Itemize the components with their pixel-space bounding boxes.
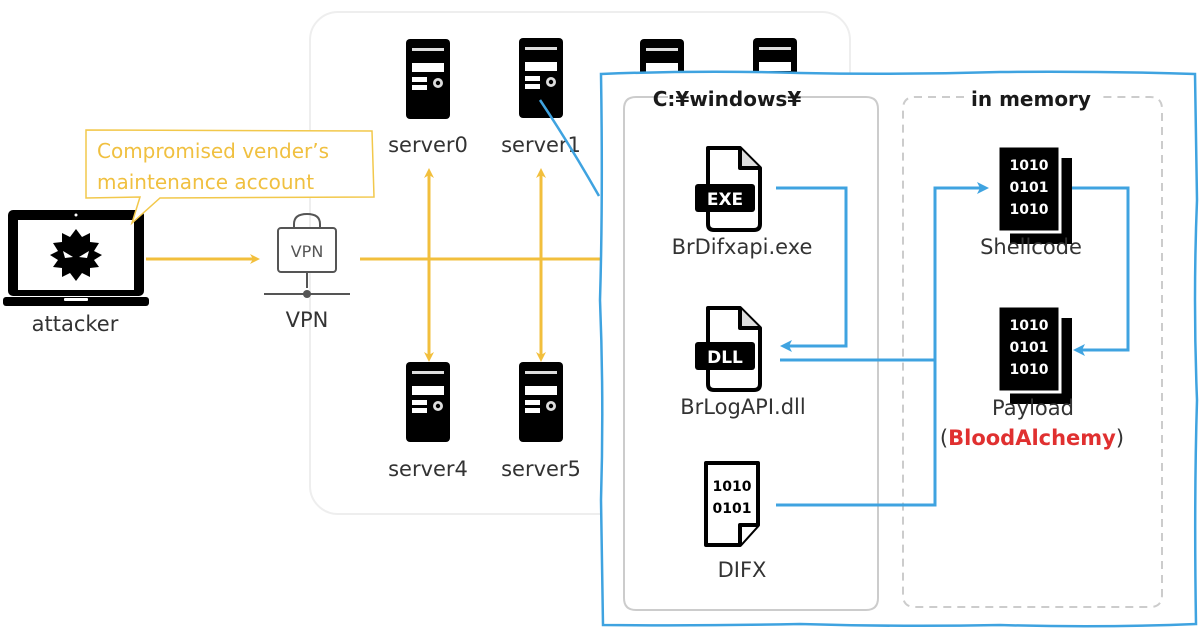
binary-file-icon: 1010 0101 — [704, 461, 760, 547]
server-icon — [519, 38, 563, 118]
dll-file-label: BrLogAPI.dll — [680, 395, 805, 419]
vpn-lock-icon: VPN — [264, 212, 350, 298]
memory-title: in memory — [971, 87, 1091, 111]
server-icon — [406, 362, 450, 442]
dll-to-shellcode-arrow — [780, 182, 989, 362]
folder-title: C:¥windows¥ — [653, 87, 802, 111]
shellcode-to-payload-arrow — [1064, 186, 1130, 356]
difx-to-flow-line — [776, 360, 937, 507]
attacker-label: attacker — [32, 312, 119, 336]
malware-family-name: BloodAlchemy — [948, 426, 1116, 450]
paren-open: ( — [940, 426, 948, 450]
malware-virus-icon — [50, 229, 102, 281]
server4-label: server4 — [388, 457, 468, 481]
server5-label: server5 — [501, 457, 581, 481]
server-icon — [406, 39, 450, 119]
svg-text:0101: 0101 — [1010, 180, 1049, 196]
server-icon — [519, 362, 563, 442]
exe-loads-dll-arrow — [776, 186, 848, 352]
callout-line2: maintenance account — [97, 170, 314, 194]
paren-close: ) — [1116, 426, 1124, 450]
exe-file-icon: EXE — [695, 146, 762, 232]
server0-label: server0 — [388, 133, 468, 157]
shellcode-label: Shellcode — [980, 235, 1082, 259]
windows-folder-box: C:¥windows¥ — [623, 87, 879, 611]
server5: server5 — [501, 362, 581, 481]
exe-file-label: BrDifxapi.exe — [672, 235, 813, 259]
svg-text:0101: 0101 — [713, 501, 752, 517]
svg-text:VPN: VPN — [291, 242, 324, 261]
shellcode-binary-stack-icon: 1010 0101 1010 — [996, 144, 1072, 244]
dll-file-icon: DLL — [695, 306, 762, 392]
memory-box: in memory — [902, 87, 1163, 608]
server4: server4 — [388, 362, 468, 481]
server0: server0 — [388, 39, 468, 157]
vpn-label: VPN — [286, 308, 329, 332]
svg-text:DLL: DLL — [707, 348, 743, 368]
attacker-laptop-icon — [3, 210, 149, 306]
svg-text:1010: 1010 — [713, 479, 752, 495]
callout-line1: Compromised vender’s — [97, 139, 329, 163]
payload-label: Payload — [992, 396, 1074, 420]
payload-family: (BloodAlchemy) — [940, 426, 1124, 450]
payload-binary-stack-icon: 1010 0101 1010 — [996, 304, 1072, 404]
difx-file-label: DIFX — [718, 558, 767, 582]
svg-text:1010: 1010 — [1010, 318, 1049, 334]
svg-text:1010: 1010 — [1010, 202, 1049, 218]
svg-text:EXE: EXE — [707, 190, 743, 210]
callout-box: Compromised vender’s maintenance account — [85, 129, 375, 226]
svg-text:0101: 0101 — [1010, 340, 1049, 356]
svg-text:1010: 1010 — [1010, 158, 1049, 174]
svg-text:1010: 1010 — [1010, 362, 1049, 378]
